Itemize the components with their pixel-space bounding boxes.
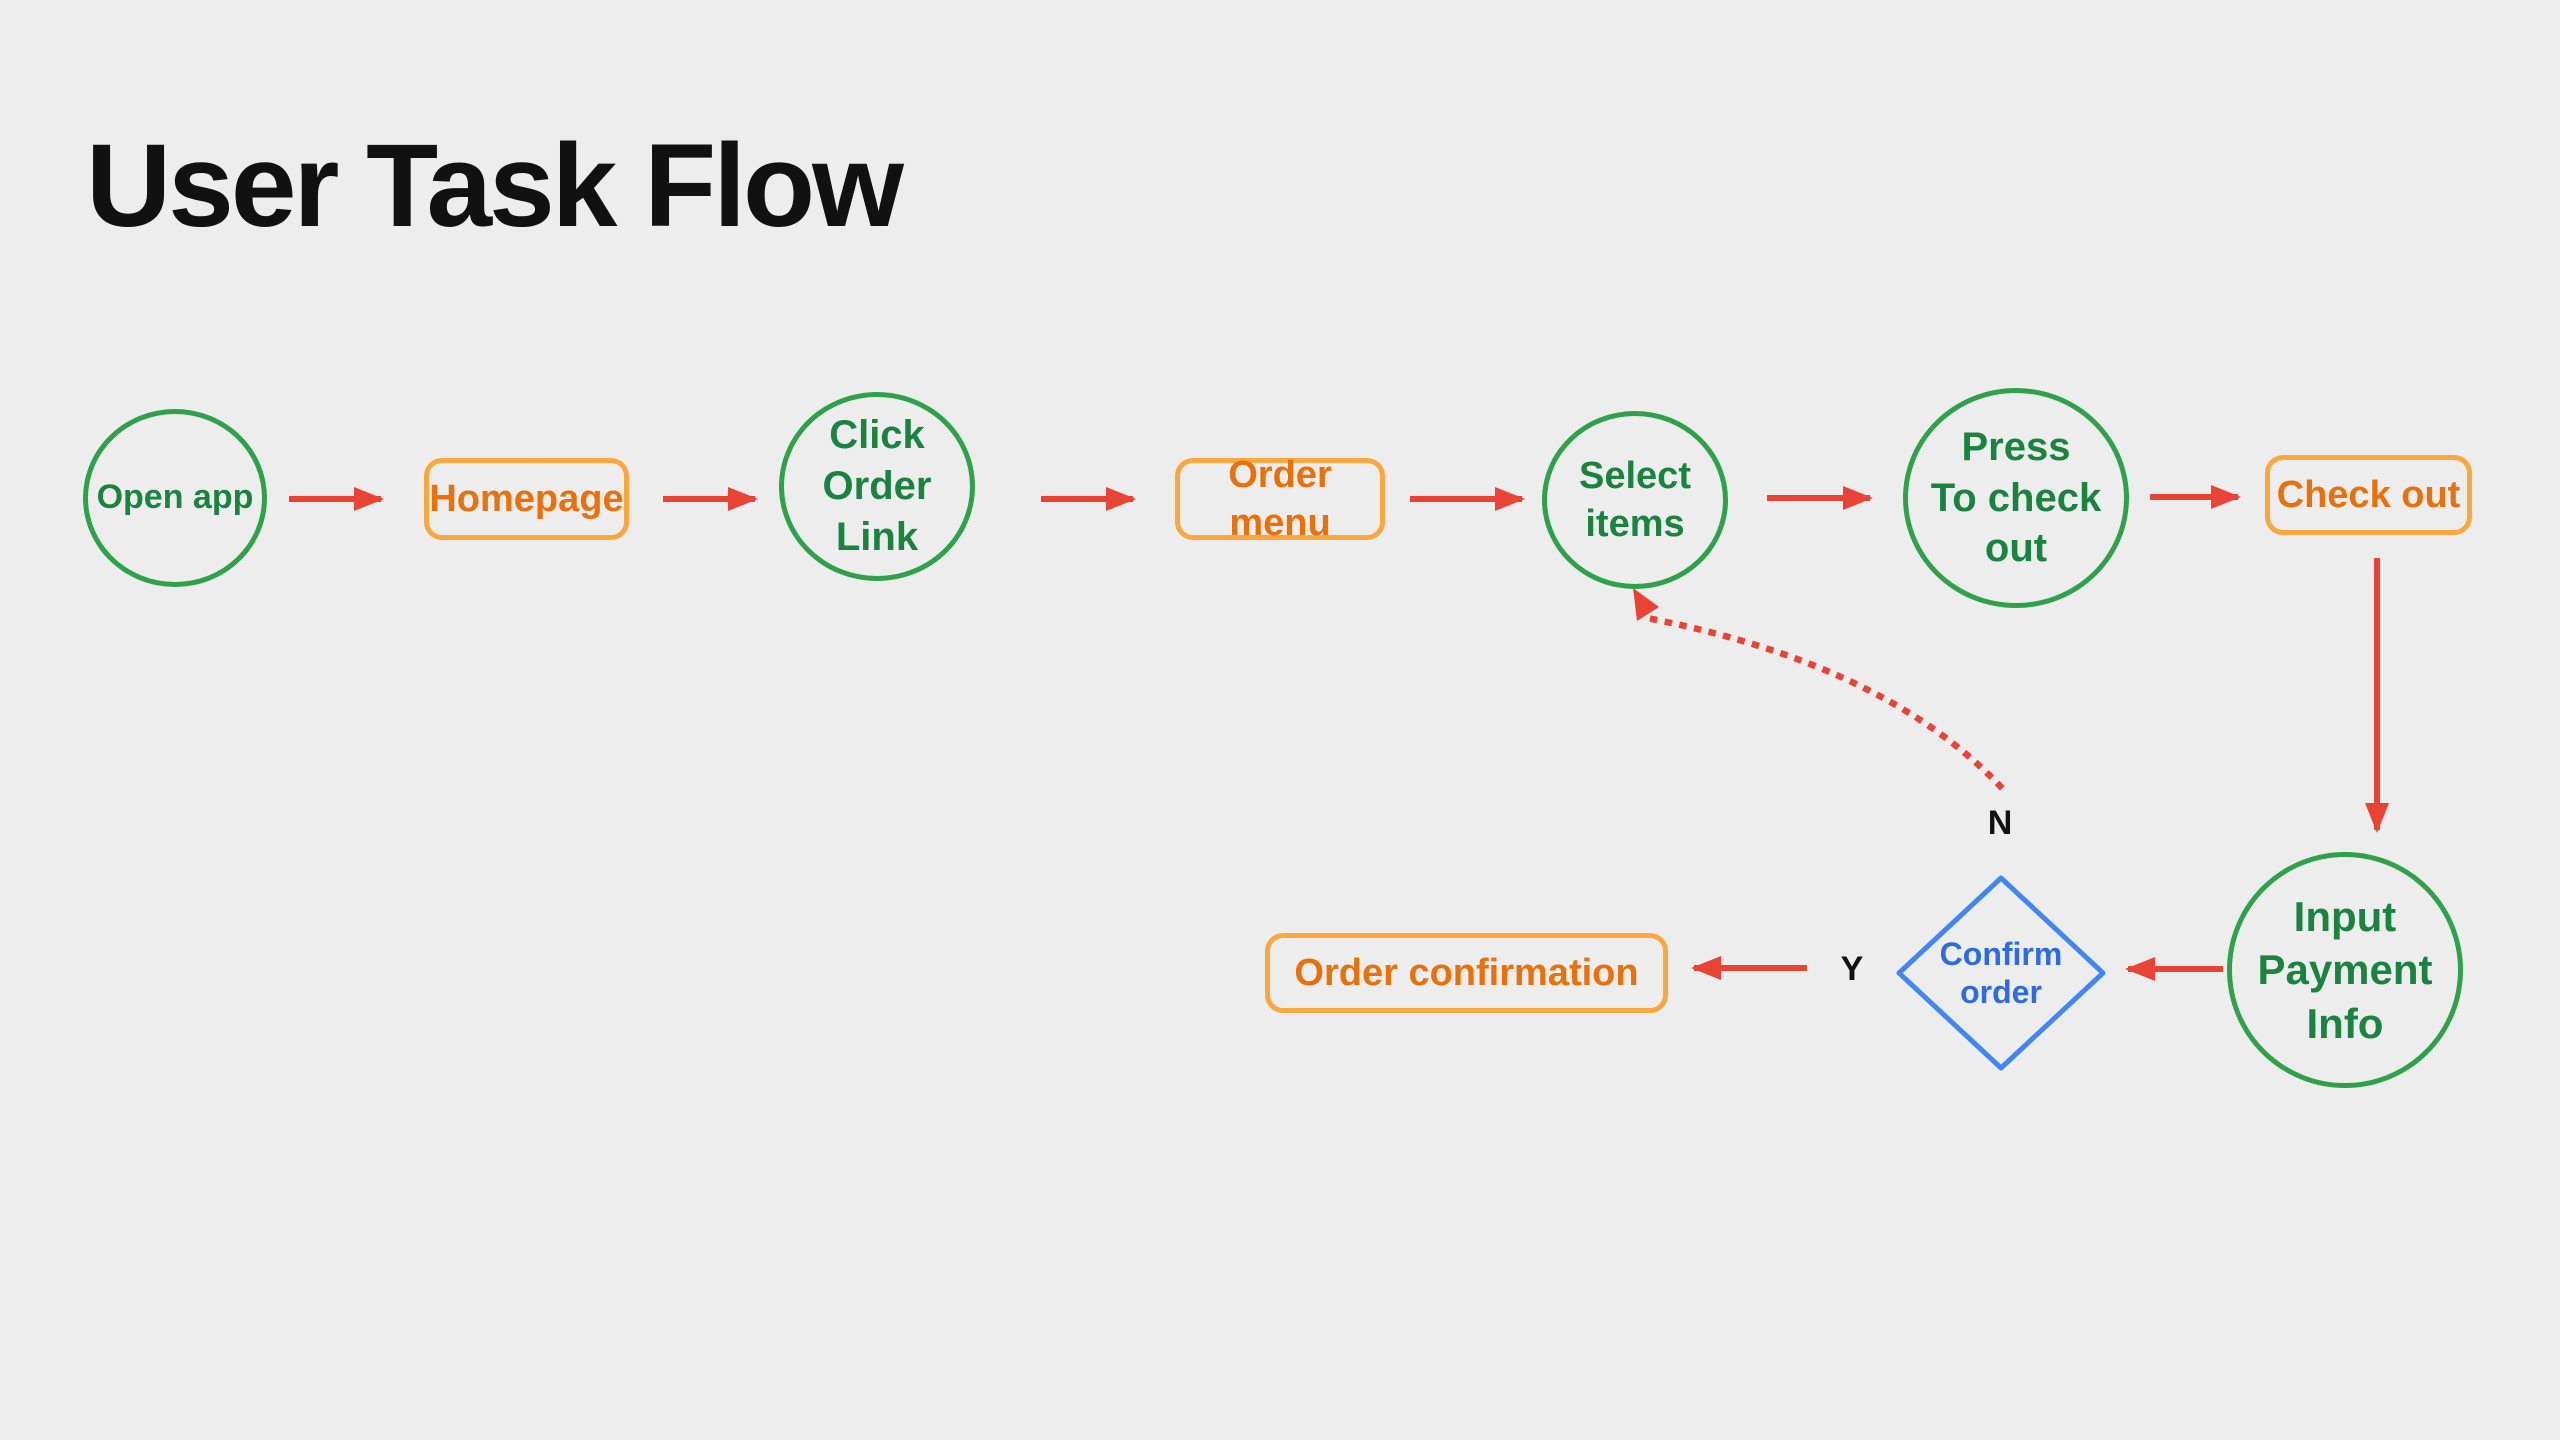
diamond-shape-icon bbox=[1896, 875, 2106, 1071]
dotted-edge-arrowhead-icon bbox=[1633, 588, 1659, 621]
node-confirm-order-label: Confirm order bbox=[1939, 935, 2063, 1010]
node-select-items[interactable]: Select items bbox=[1542, 411, 1728, 589]
node-order-menu-label: Order menu bbox=[1228, 453, 1332, 544]
node-order-confirmation[interactable]: Order confirmation bbox=[1265, 933, 1668, 1013]
node-select-items-label: Select items bbox=[1579, 454, 1691, 545]
node-confirm-order[interactable]: Confirm order bbox=[1895, 874, 2107, 1072]
node-input-payment-info[interactable]: Input Payment Info bbox=[2227, 852, 2463, 1088]
node-homepage[interactable]: Homepage bbox=[424, 458, 629, 540]
node-click-order-link[interactable]: Click Order Link bbox=[779, 392, 975, 581]
node-click-order-link-label: Click Order Link bbox=[822, 413, 932, 559]
edge-confirm-order-select-items-dotted bbox=[1648, 615, 2005, 791]
node-open-app-label: Open app bbox=[96, 478, 254, 517]
node-homepage-label: Homepage bbox=[429, 477, 624, 520]
node-press-to-check-out[interactable]: Press To check out bbox=[1903, 388, 2129, 608]
node-check-out[interactable]: Check out bbox=[2265, 455, 2472, 535]
node-order-confirmation-label: Order confirmation bbox=[1294, 951, 1639, 994]
branch-label-no: N bbox=[1987, 803, 2013, 842]
node-open-app[interactable]: Open app bbox=[83, 409, 267, 587]
node-order-menu[interactable]: Order menu bbox=[1175, 454, 1385, 544]
page-title: User Task Flow bbox=[86, 120, 904, 252]
node-input-payment-info-label: Input Payment Info bbox=[2257, 893, 2433, 1047]
node-press-to-check-out-label: Press To check out bbox=[1930, 424, 2102, 571]
branch-label-yes: Y bbox=[1840, 949, 1864, 988]
node-check-out-label: Check out bbox=[2276, 473, 2461, 516]
